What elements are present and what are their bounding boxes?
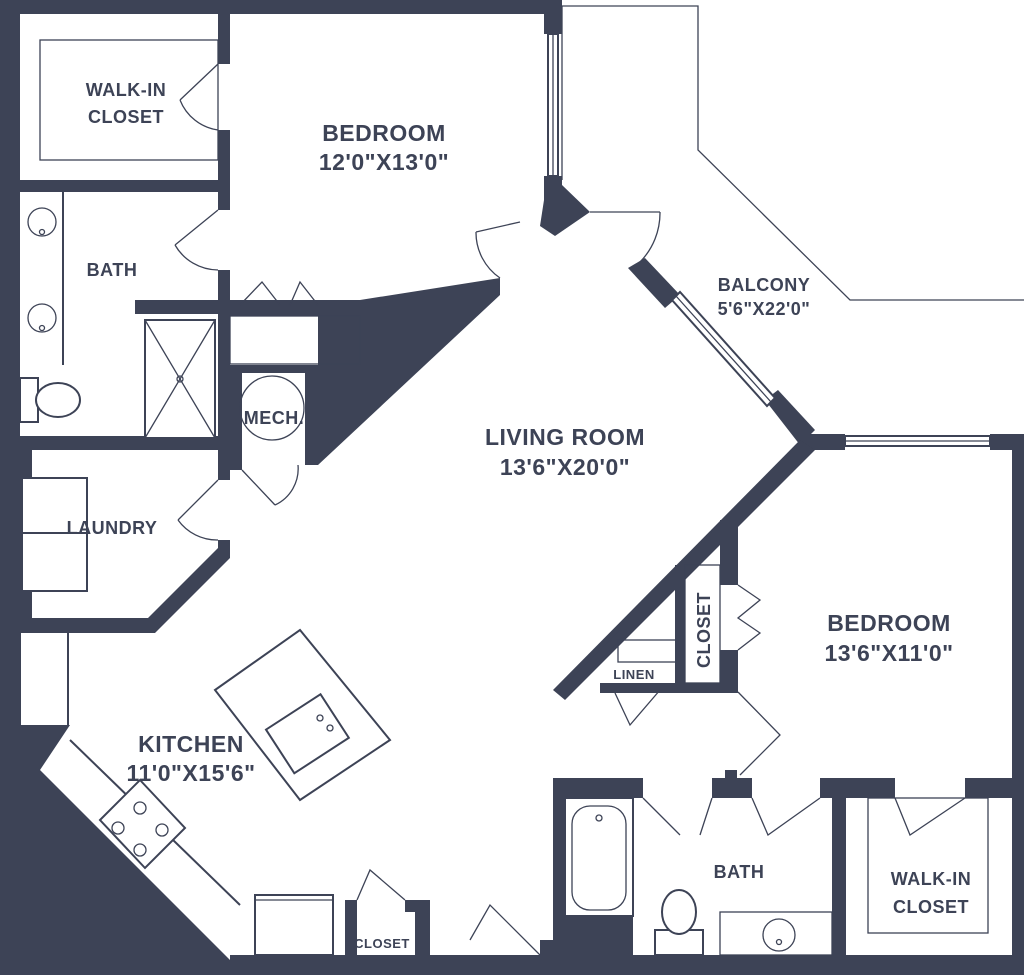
living-room-name: LIVING ROOM (485, 424, 645, 450)
closet-right-label: CLOSET (694, 592, 714, 668)
walkin-closet-bottom-label-2: CLOSET (893, 897, 969, 917)
walkin-closet-bottom-label-1: WALK-IN (891, 869, 971, 889)
kitchen-dims: 11'0"X15'6" (126, 760, 255, 786)
walkin-closet-top-label-2: CLOSET (88, 107, 164, 127)
bath-left-label: BATH (87, 260, 138, 280)
bath-right-label: BATH (714, 862, 765, 882)
balcony-outline (562, 5, 1024, 301)
fixtures (19, 207, 796, 956)
doors (174, 63, 966, 956)
balcony-name: BALCONY (718, 275, 811, 295)
walkin-closet-top-label-1: WALK-IN (86, 80, 166, 100)
kitchen-name: KITCHEN (138, 731, 244, 757)
laundry-label: LAUNDRY (67, 518, 158, 538)
living-room-dims: 13'6"X20'0" (500, 454, 630, 480)
balcony-dims: 5'6"X22'0" (718, 299, 811, 319)
bedroom-top-name: BEDROOM (322, 120, 446, 146)
linen-label: LINEN (613, 667, 655, 682)
bedroom-top-dims: 12'0"X13'0" (319, 149, 449, 175)
windows (547, 33, 991, 447)
bedroom-right-name: BEDROOM (827, 610, 951, 636)
closet-bottom-label: CLOSET (354, 936, 410, 951)
interior-lines (19, 39, 989, 956)
bedroom-right-dims: 13'6"X11'0" (824, 640, 953, 666)
mech-label: MECH. (244, 408, 305, 428)
